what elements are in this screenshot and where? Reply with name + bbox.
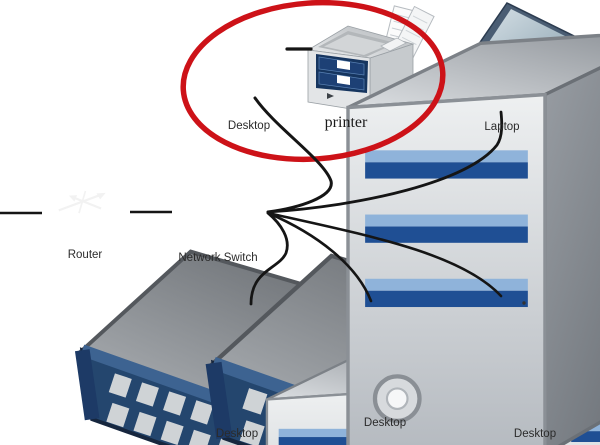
- switch-desktop2-cable: [266, 211, 373, 303]
- switch-desktop-top-cable: [253, 96, 333, 214]
- printer-trays-icon: [316, 54, 368, 93]
- highlight-ellipse: [180, 0, 446, 163]
- switch-laptop-cable: [266, 110, 504, 214]
- desktop-top-icon: [347, 29, 600, 445]
- desktop-bottom-left-label: Desktop: [216, 428, 258, 440]
- printer-output-tray-icon: [380, 37, 407, 52]
- router-label: Router: [68, 249, 103, 261]
- desktop-bottom-right-label: Desktop: [514, 428, 556, 440]
- printer-label: printer: [325, 114, 368, 131]
- desktop-top-label: Desktop: [228, 120, 270, 132]
- laptop-label: Laptop: [484, 121, 519, 133]
- desktop-bottom-middle-label: Desktop: [364, 417, 406, 429]
- switch-desktop3-cable: [266, 211, 503, 298]
- stray-dot: [522, 301, 526, 305]
- router-arrows-icon: [58, 190, 106, 214]
- printer-icon: [306, 5, 435, 113]
- network-switch-label: Network Switch: [178, 252, 257, 264]
- switch-desktop1-cable: [249, 211, 289, 306]
